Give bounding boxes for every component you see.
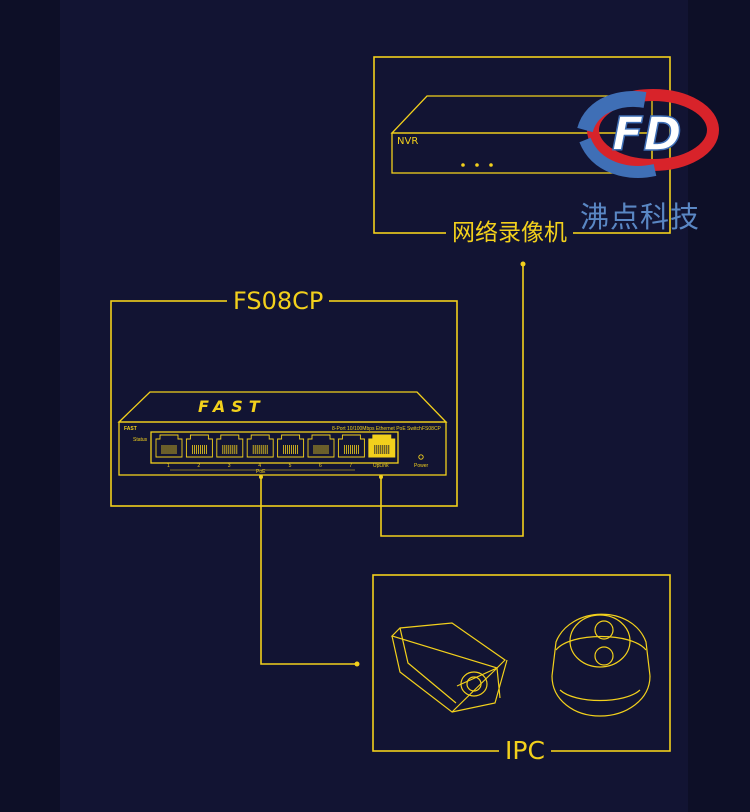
port-number-label: 2 bbox=[197, 463, 201, 469]
ipc-frame bbox=[372, 574, 671, 752]
link-switch-to-ipc bbox=[260, 477, 357, 665]
status-label: Status bbox=[133, 437, 148, 443]
uplink-port bbox=[368, 434, 396, 458]
nvr-caption: 网络录像机 bbox=[446, 222, 573, 245]
poe-port bbox=[307, 434, 335, 458]
uplink-label: UpLink bbox=[373, 463, 389, 469]
poe-port bbox=[185, 434, 213, 458]
bullet-camera-icon bbox=[390, 622, 508, 713]
port-number-label: 6 bbox=[319, 463, 322, 469]
watermark-text: 沸点科技 bbox=[580, 200, 701, 234]
power-label: Power bbox=[414, 463, 429, 469]
poe-port bbox=[337, 434, 365, 458]
switch-device bbox=[117, 391, 448, 476]
port-number-label: 3 bbox=[227, 463, 231, 469]
connector-dot bbox=[379, 475, 383, 479]
port-number-label: 5 bbox=[288, 463, 292, 469]
poe-port bbox=[246, 434, 274, 458]
link-switch-to-nvr bbox=[380, 264, 524, 537]
poe-port bbox=[277, 434, 305, 458]
switch-brand-logo: FAST bbox=[198, 397, 266, 416]
panel-brand: FAST bbox=[124, 426, 137, 432]
panel-model: FS08CP bbox=[422, 426, 441, 432]
poe-label: PoE bbox=[256, 469, 266, 475]
switch-model-title: FS08CP bbox=[227, 289, 330, 313]
svg-text:FD: FD bbox=[612, 107, 682, 161]
connector-dot bbox=[354, 661, 360, 667]
panel-description: 8-Port 10/100Mbps Ethernet PoE Switch bbox=[332, 426, 422, 432]
connector-dot bbox=[520, 261, 526, 267]
power-led bbox=[418, 454, 424, 460]
nvr-led bbox=[475, 163, 479, 167]
poe-port bbox=[216, 434, 244, 458]
dome-camera-icon bbox=[551, 613, 651, 717]
switch-ports bbox=[155, 434, 396, 458]
nvr-led bbox=[489, 163, 493, 167]
port-number-label: 1 bbox=[167, 463, 170, 469]
port-number-label: 7 bbox=[349, 463, 353, 469]
fd-logo-icon: FD bbox=[577, 89, 719, 178]
ipc-caption: IPC bbox=[499, 738, 551, 763]
connector-dot bbox=[259, 475, 263, 479]
nvr-led bbox=[461, 163, 465, 167]
port-number-label: 4 bbox=[258, 463, 261, 469]
poe-port bbox=[155, 434, 183, 458]
nvr-device-label: NVR bbox=[397, 136, 419, 147]
